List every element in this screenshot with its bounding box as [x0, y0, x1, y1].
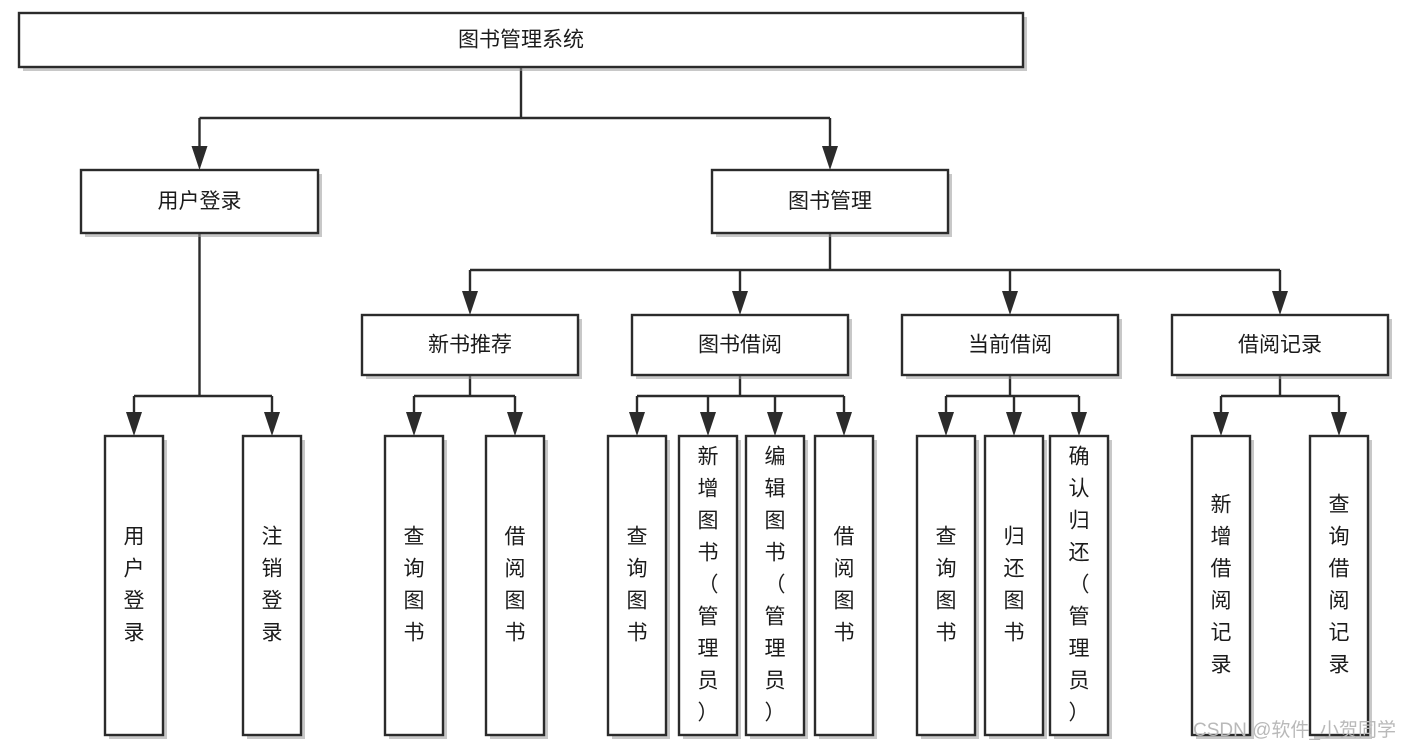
node-rect-add-borrow-record[interactable] — [1190, 434, 1252, 737]
arrow-query-borrow-record — [1331, 412, 1347, 436]
node-new-book-recommend[interactable]: 新书推荐 — [360, 313, 582, 379]
arrow-query-book-2 — [629, 412, 645, 436]
node-rect-current-borrow[interactable] — [900, 313, 1120, 377]
node-rect-add-book-admin[interactable] — [677, 434, 739, 737]
node-label-user-login: 用户登录 — [158, 190, 242, 213]
node-rect-user-login-do[interactable] — [103, 434, 165, 737]
node-rect-book-borrow[interactable] — [630, 313, 850, 377]
node-user-logout[interactable]: 注销登录 — [241, 434, 305, 739]
node-rect-query-book-1[interactable] — [383, 434, 445, 737]
node-confirm-return-admin[interactable]: 确认归还（管理员） — [1048, 434, 1112, 739]
node-label-query-book-3: 查询图书 — [936, 525, 957, 644]
arrow-confirm-return-admin — [1071, 412, 1087, 436]
node-rect-borrow-book-2[interactable] — [813, 434, 875, 737]
node-rect-borrow-record[interactable] — [1170, 313, 1390, 377]
arrow-current-borrow — [1002, 291, 1018, 315]
node-label-borrow-book-1: 借阅图书 — [505, 525, 526, 644]
node-rect-query-book-3[interactable] — [915, 434, 977, 737]
node-label-current-borrow: 当前借阅 — [968, 334, 1052, 357]
node-label-user-logout: 注销登录 — [262, 525, 283, 644]
node-label-book-borrow: 图书借阅 — [698, 334, 782, 357]
node-rect-user-login[interactable] — [79, 168, 320, 235]
node-label-confirm-return-admin: 确认归还（管理员） — [1069, 445, 1090, 724]
arrow-borrow-book-2 — [836, 412, 852, 436]
node-borrow-record[interactable]: 借阅记录 — [1170, 313, 1392, 379]
arrow-edit-book-admin — [767, 412, 783, 436]
csdn-watermark: CSDN @软件_小贺同学 — [1193, 719, 1396, 741]
node-rect-query-book-2[interactable] — [606, 434, 668, 737]
node-rect-confirm-return-admin[interactable] — [1048, 434, 1110, 737]
node-query-borrow-record[interactable]: 查询借阅记录 — [1308, 434, 1372, 739]
node-rect-book-manage[interactable] — [710, 168, 950, 235]
node-label-add-borrow-record: 新增借阅记录 — [1211, 493, 1232, 676]
connector-layer — [126, 67, 1347, 436]
node-rect-return-book[interactable] — [983, 434, 1045, 737]
node-label-borrow-record: 借阅记录 — [1238, 334, 1322, 357]
arrow-borrow-book-1 — [507, 412, 523, 436]
arrow-book-borrow — [732, 291, 748, 315]
node-rect-edit-book-admin[interactable] — [744, 434, 806, 737]
node-label-return-book: 归还图书 — [1004, 525, 1025, 644]
node-label-user-login-do: 用户登录 — [124, 525, 145, 644]
arrow-user-logout — [264, 412, 280, 436]
node-query-book-1[interactable]: 查询图书 — [383, 434, 447, 739]
node-label-borrow-book-2: 借阅图书 — [834, 525, 855, 644]
node-root[interactable]: 图书管理系统 — [17, 11, 1027, 71]
node-label-query-book-1: 查询图书 — [404, 525, 425, 644]
node-book-borrow[interactable]: 图书借阅 — [630, 313, 852, 379]
node-rect-user-logout[interactable] — [241, 434, 303, 737]
node-user-login-do[interactable]: 用户登录 — [103, 434, 167, 739]
node-query-book-2[interactable]: 查询图书 — [606, 434, 670, 739]
node-add-book-admin[interactable]: 新增图书（管理员） — [677, 434, 741, 739]
node-label-new-book-recommend: 新书推荐 — [428, 334, 512, 357]
node-borrow-book-2[interactable]: 借阅图书 — [813, 434, 877, 739]
node-label-query-borrow-record: 查询借阅记录 — [1329, 493, 1350, 676]
node-layer: 图书管理系统用户登录图书管理新书推荐图书借阅当前借阅借阅记录用户登录注销登录查询… — [17, 11, 1392, 739]
node-edit-book-admin[interactable]: 编辑图书（管理员） — [744, 434, 808, 739]
arrow-add-borrow-record — [1213, 412, 1229, 436]
node-borrow-book-1[interactable]: 借阅图书 — [484, 434, 548, 739]
node-label-add-book-admin: 新增图书（管理员） — [698, 445, 719, 724]
node-add-borrow-record[interactable]: 新增借阅记录 — [1190, 434, 1254, 739]
node-rect-new-book-recommend[interactable] — [360, 313, 580, 377]
node-book-manage[interactable]: 图书管理 — [710, 168, 952, 237]
node-current-borrow[interactable]: 当前借阅 — [900, 313, 1122, 379]
node-label-query-book-2: 查询图书 — [627, 525, 648, 644]
node-label-edit-book-admin: 编辑图书（管理员） — [765, 445, 786, 724]
arrow-user-login-do — [126, 412, 142, 436]
node-rect-root[interactable] — [17, 11, 1025, 69]
arrow-query-book-3 — [938, 412, 954, 436]
arrow-borrow-record — [1272, 291, 1288, 315]
node-label-root: 图书管理系统 — [458, 29, 584, 52]
node-rect-borrow-book-1[interactable] — [484, 434, 546, 737]
node-query-book-3[interactable]: 查询图书 — [915, 434, 979, 739]
arrow-new-book-recommend — [462, 291, 478, 315]
arrow-query-book-1 — [406, 412, 422, 436]
node-return-book[interactable]: 归还图书 — [983, 434, 1047, 739]
arrow-book-manage — [822, 146, 838, 170]
node-user-login[interactable]: 用户登录 — [79, 168, 322, 237]
arrow-add-book-admin — [700, 412, 716, 436]
arrow-user-login — [191, 146, 208, 170]
node-rect-query-borrow-record[interactable] — [1308, 434, 1370, 737]
arrow-return-book — [1006, 412, 1022, 436]
node-label-book-manage: 图书管理 — [788, 190, 872, 213]
